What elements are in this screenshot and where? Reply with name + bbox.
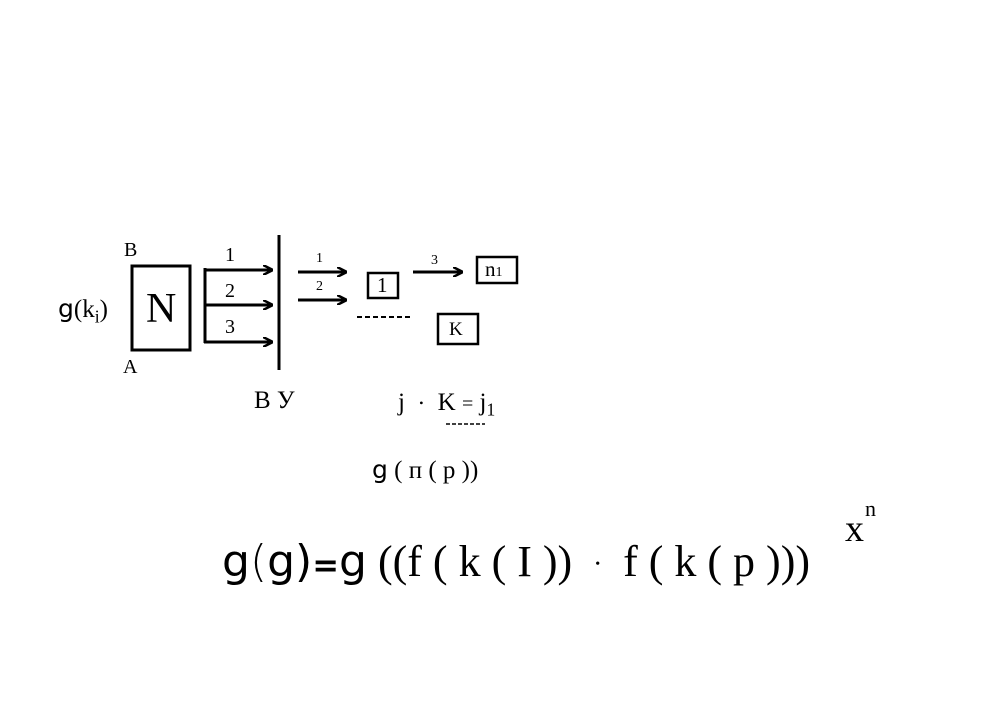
small-arrow-label-1: 1 (316, 251, 323, 266)
power-exponent: n (865, 496, 876, 521)
corner-bottom-label: A (123, 356, 138, 378)
branch-label-3: 3 (225, 316, 235, 338)
box-one (366, 271, 400, 300)
branch-label-2: 2 (225, 280, 235, 302)
box-one-label: 1 (377, 273, 388, 297)
box-n1-label: n1 (485, 257, 503, 281)
box-k (436, 312, 480, 346)
small-arrow-label-2: 2 (316, 279, 323, 294)
divider-label: В У (254, 387, 295, 414)
branch-label-1: 1 (225, 244, 235, 266)
arrow-three-label: 3 (431, 253, 438, 268)
main-formula: g(g)=g ((f ( k ( I )) • f ( k ( p ))) (222, 536, 811, 587)
input-label: g(ki) (58, 294, 108, 327)
corner-top-label: B (124, 239, 138, 261)
box-n1 (475, 255, 519, 285)
equation: j • K = j1 (398, 389, 496, 420)
block-n-label: N (146, 286, 177, 332)
power-base: x (845, 508, 864, 550)
box-k-label: K (449, 319, 463, 340)
block-n-box (130, 264, 192, 352)
expr-g-p: g ( п ( p )) (372, 455, 479, 484)
